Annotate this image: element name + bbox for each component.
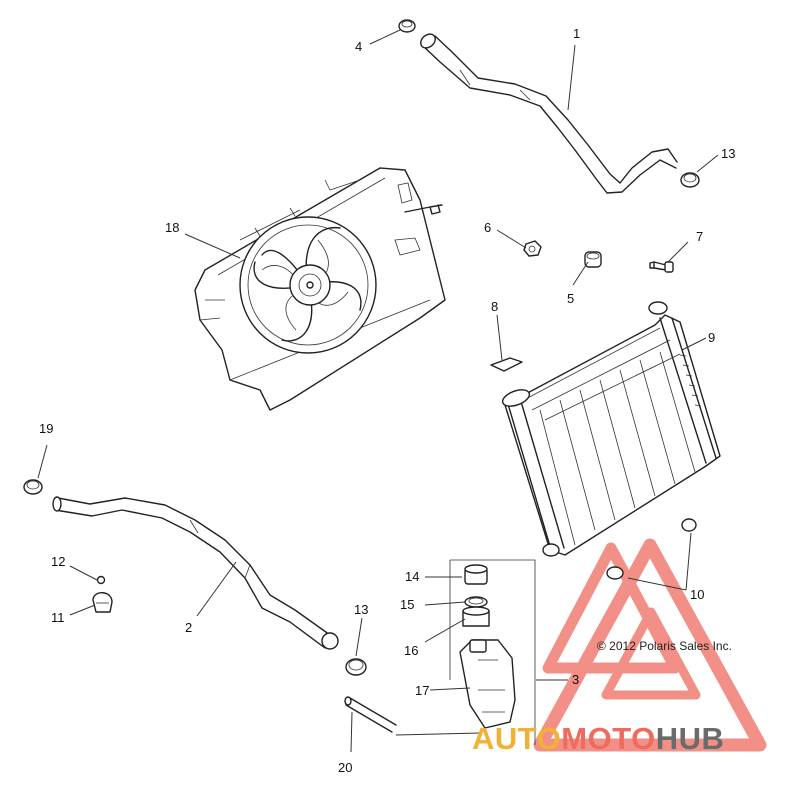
grommet-5: [584, 251, 602, 268]
label-part-3: 3: [572, 672, 579, 687]
label-part-16: 16: [404, 643, 418, 658]
label-part-1: 1: [573, 26, 580, 41]
fan-assembly-18: [194, 167, 446, 411]
label-part-4: 4: [355, 39, 362, 54]
label-part-15: 15: [400, 597, 414, 612]
label-part-6: 6: [484, 220, 491, 235]
label-part-12: 12: [51, 554, 65, 569]
bolt-7: [649, 261, 674, 273]
lower-coolant-hose: [52, 496, 339, 650]
leader-lines: [37, 29, 719, 753]
part-number-labels: 1 2 3 4 5 6 7 8 9 10 11 12 13 13 14 15 1…: [39, 26, 735, 775]
watermark-text: AUTOMOTOHUB: [472, 721, 724, 756]
label-part-17: 17: [415, 683, 429, 698]
label-part-10: 10: [690, 587, 704, 602]
reservoir-bottle-17: [459, 639, 516, 729]
watermark-word-auto: AUTO: [472, 721, 561, 756]
screw-12: [96, 575, 106, 585]
radiator-9: [501, 301, 721, 557]
seal-15: [464, 596, 488, 608]
overflow-hose-20: [344, 696, 397, 733]
hose-clamp-13-lower: [345, 658, 367, 676]
watermark-logo: [533, 538, 767, 752]
upper-coolant-hose: [420, 33, 678, 194]
label-part-13-lower: 13: [354, 602, 368, 617]
filler-neck-16: [462, 606, 490, 627]
label-part-20: 20: [338, 760, 352, 775]
bracket-11: [92, 592, 113, 613]
watermark-triangle-outer: [533, 538, 767, 752]
label-part-18: 18: [165, 220, 179, 235]
cap-gasket-8: [490, 357, 523, 372]
label-part-2: 2: [185, 620, 192, 635]
label-part-19: 19: [39, 421, 53, 436]
hose-clamp-13-upper: [680, 172, 700, 188]
hose-clamp-19: [23, 479, 43, 495]
watermark-triangle-left: [542, 542, 681, 674]
hose-clamp-4: [398, 19, 416, 33]
reservoir-assembly-3: [449, 559, 536, 745]
copyright-text: © 2012 Polaris Sales Inc.: [597, 639, 732, 653]
watermark-triangle-inner: [601, 607, 701, 700]
label-part-5: 5: [567, 291, 574, 306]
label-part-11: 11: [51, 610, 65, 625]
reservoir-cap-14: [464, 564, 488, 585]
grommets-10: [606, 518, 697, 580]
watermark-word-moto: MOTO: [561, 721, 655, 756]
label-part-14: 14: [405, 569, 419, 584]
label-part-7: 7: [696, 229, 703, 244]
nut-6: [523, 240, 542, 257]
label-part-9: 9: [708, 330, 715, 345]
label-part-13-upper: 13: [721, 146, 735, 161]
label-part-8: 8: [491, 299, 498, 314]
watermark-word-hub: HUB: [656, 721, 725, 756]
